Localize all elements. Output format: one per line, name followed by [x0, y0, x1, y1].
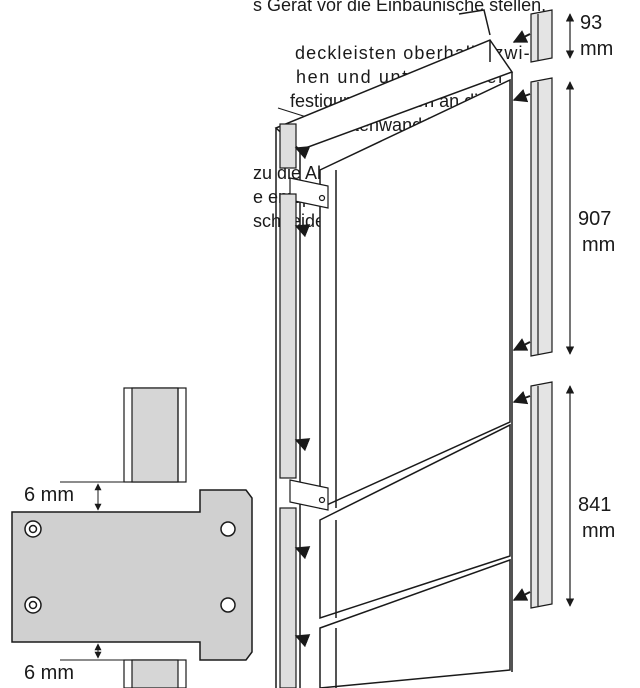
- strip-bottom-length-unit: mm: [582, 520, 616, 542]
- strip-bottom-length-value: 841: [578, 494, 612, 516]
- gap-top-label: 6 mm: [24, 484, 74, 506]
- strip-middle-length-unit: mm: [582, 234, 616, 256]
- gap-dimension-lines: [60, 481, 186, 661]
- placement-arrows: [294, 146, 311, 648]
- strip-top-length-value: 93: [580, 12, 603, 34]
- strip-bottom: [530, 381, 553, 609]
- gap-bottom-label: 6 mm: [24, 662, 74, 684]
- mounting-tab-lower: [289, 479, 329, 511]
- strip-middle-length-value: 907: [578, 208, 612, 230]
- strip-top-length-unit: mm: [580, 38, 614, 60]
- door-panels: [319, 78, 511, 688]
- detail-mounting-plate: [11, 489, 253, 661]
- detail-strip-lower: [123, 659, 187, 688]
- strip-middle: [530, 77, 553, 357]
- appliance-side-wall: [274, 9, 514, 688]
- strip-arrows: [512, 30, 531, 601]
- detail-strip-upper: [123, 387, 187, 483]
- mounting-tab-upper: [289, 177, 329, 209]
- cover-strips-on-wall: [279, 123, 297, 688]
- strip-top: [530, 9, 553, 63]
